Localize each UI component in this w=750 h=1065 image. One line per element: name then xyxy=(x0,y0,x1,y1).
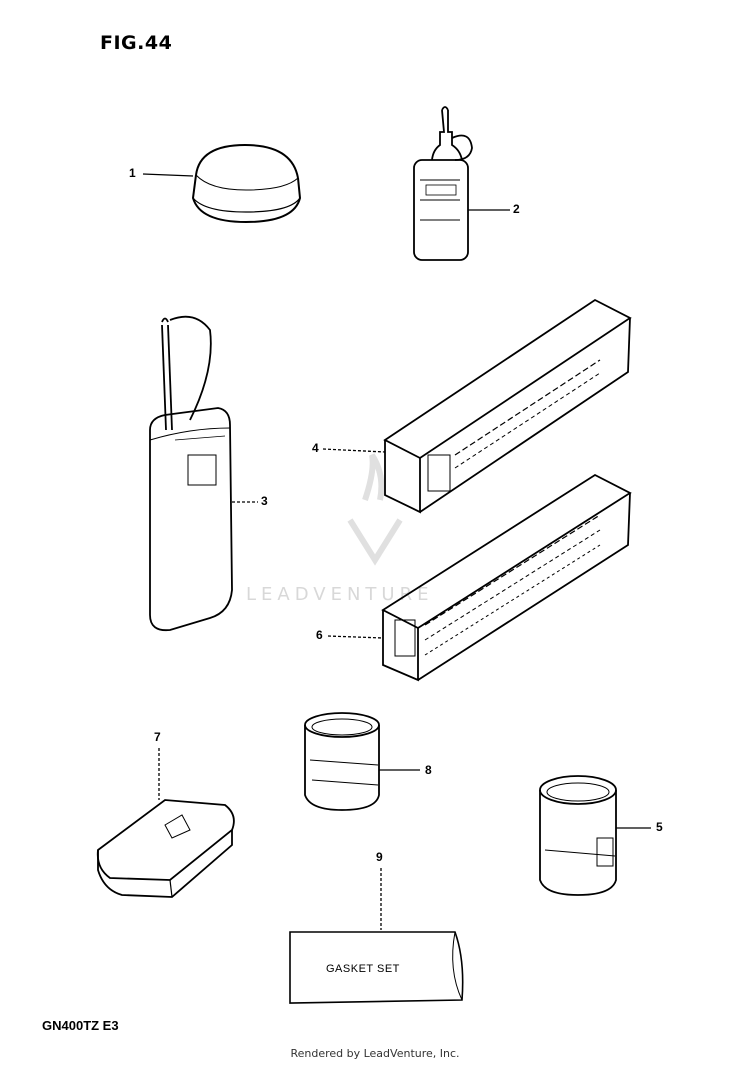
part-2-oil-bottle xyxy=(413,106,473,261)
model-code: GN400TZ E3 xyxy=(42,1018,119,1033)
callout-8: 8 xyxy=(425,763,432,777)
part-5-adhesive-can xyxy=(539,775,617,896)
callout-1: 1 xyxy=(129,166,136,180)
part-6-grease-box xyxy=(381,473,632,682)
footer-credit: Rendered by LeadVenture, Inc. xyxy=(290,1047,460,1060)
callout-6: 6 xyxy=(316,628,323,642)
callout-2: 2 xyxy=(513,202,520,216)
leader-line-6 xyxy=(327,635,384,639)
leader-line-4 xyxy=(322,448,386,453)
callout-4: 4 xyxy=(312,441,319,455)
gasket-set-label: GASKET SET xyxy=(326,963,400,975)
figure-title: FIG.44 xyxy=(100,32,173,54)
part-3-spray-can xyxy=(149,315,233,632)
leader-line-1 xyxy=(142,173,194,177)
part-8-paint-can xyxy=(304,712,380,811)
watermark-text: LEADVENTURE xyxy=(246,584,434,605)
callout-9: 9 xyxy=(376,850,383,864)
callout-3: 3 xyxy=(261,494,268,508)
watermark-logo-icon xyxy=(347,453,403,566)
part-4-sealant-box xyxy=(383,298,632,514)
part-9-gasket-set xyxy=(289,931,464,1004)
part-7-small-box xyxy=(96,799,235,898)
callout-7: 7 xyxy=(154,730,161,744)
part-1-tin-lid xyxy=(191,143,302,224)
callout-5: 5 xyxy=(656,820,663,834)
